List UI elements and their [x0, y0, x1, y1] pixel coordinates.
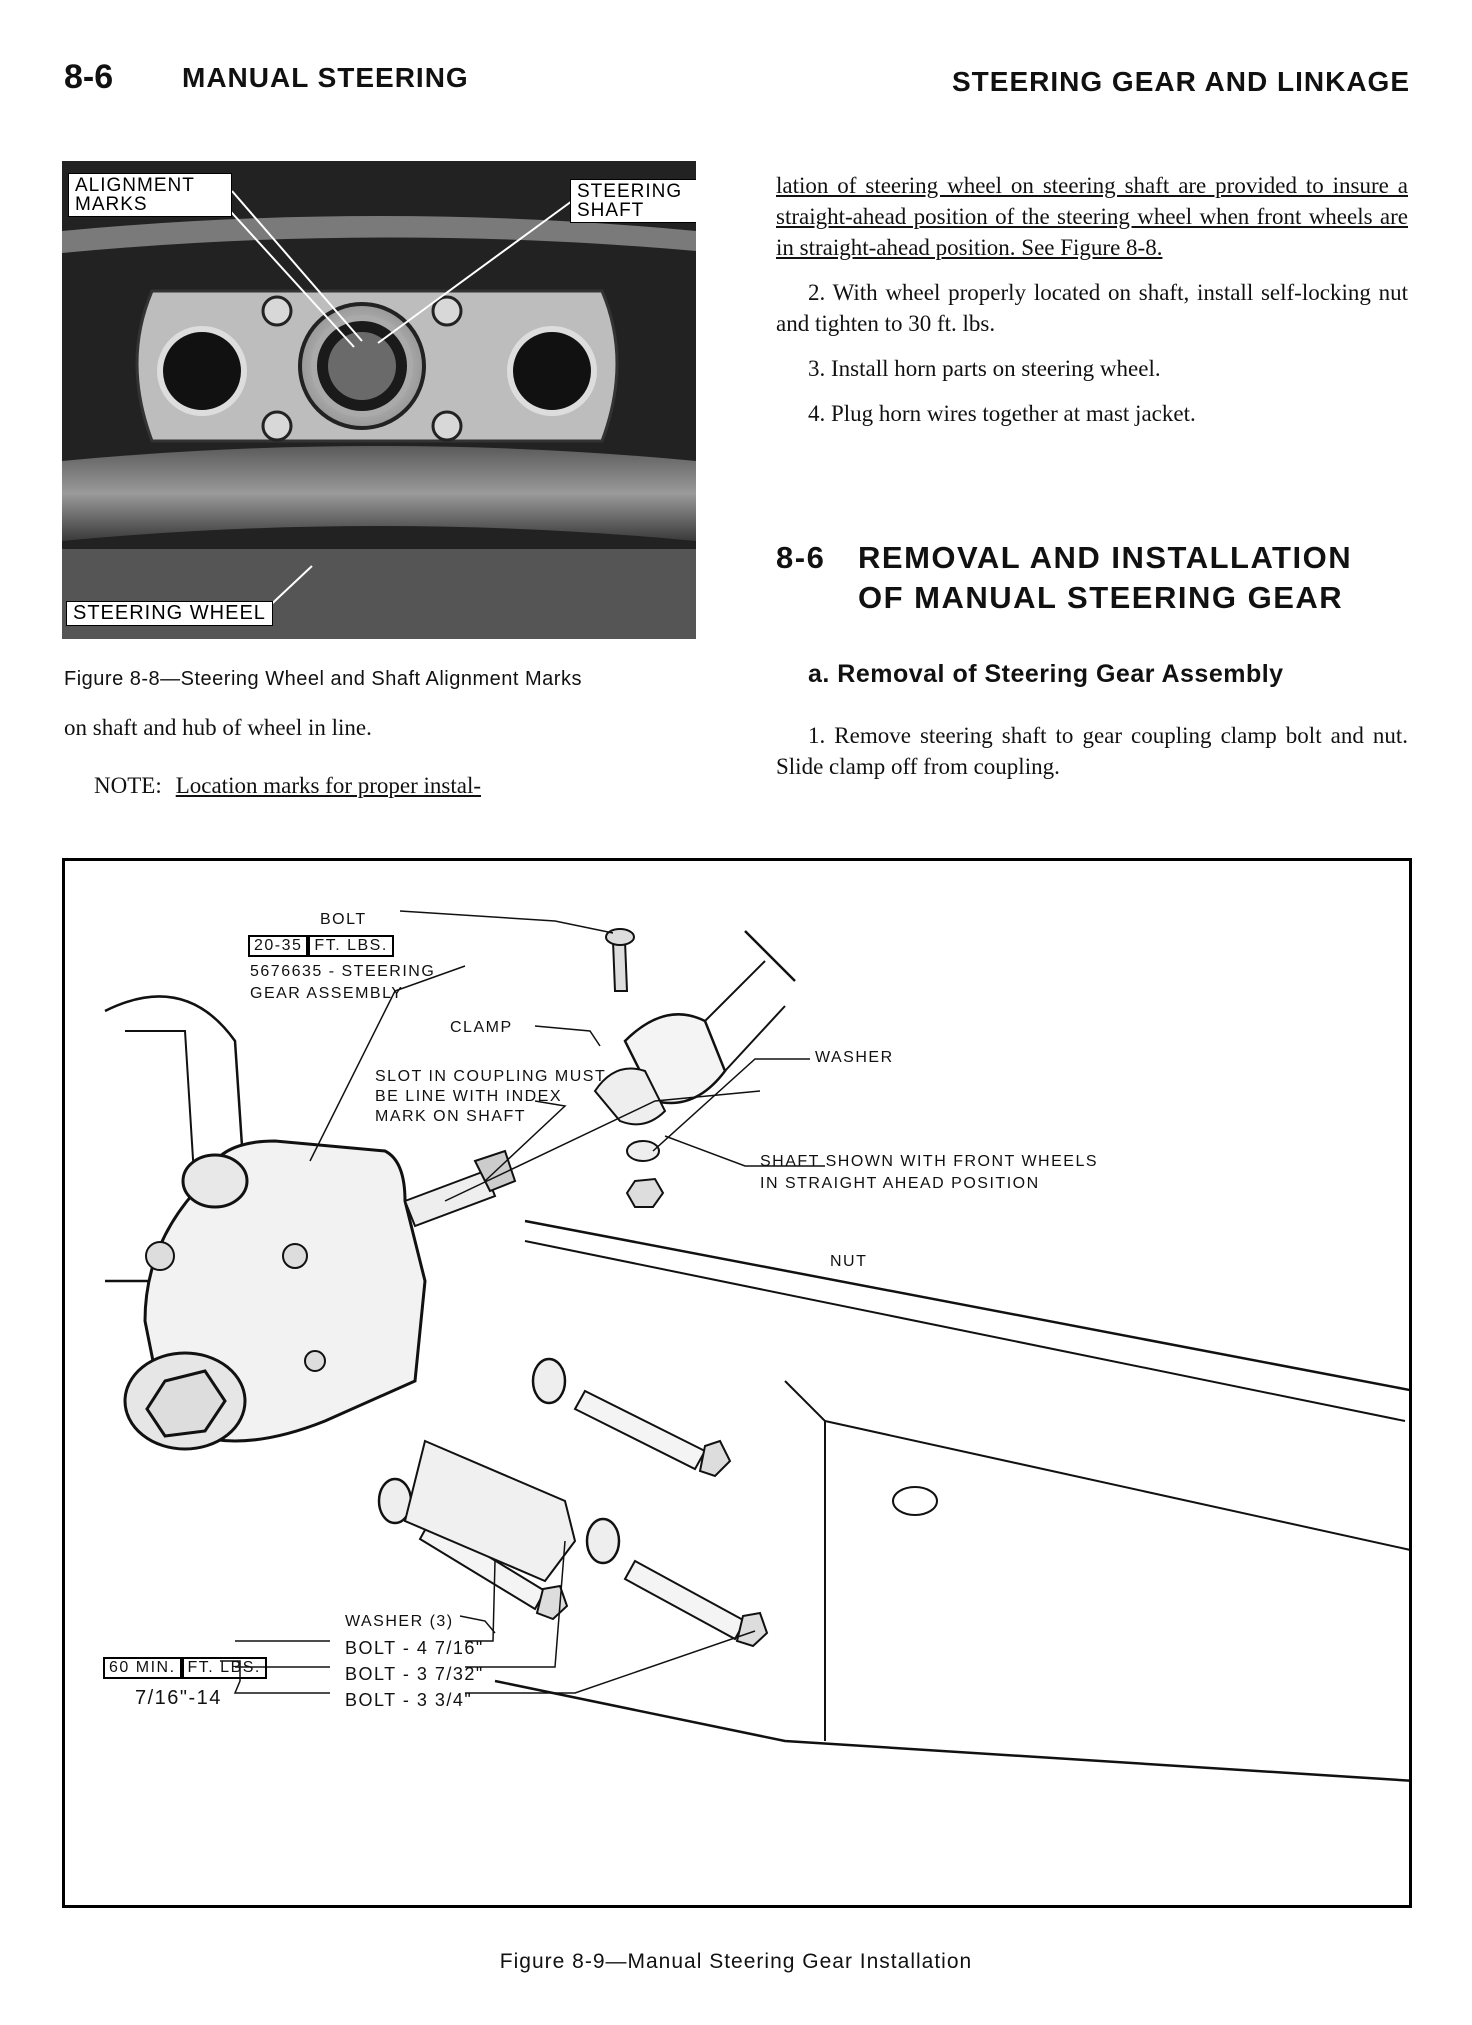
mount-torque-unit: FT. LBS.: [181, 1657, 267, 1679]
chapter-title: STEERING GEAR AND LINKAGE: [952, 66, 1410, 97]
shaft-shown-line1: SHAFT SHOWN WITH FRONT WHEELS: [760, 1153, 1099, 1170]
section-heading-line2: OF MANUAL STEERING GEAR: [858, 580, 1344, 615]
mount-torque-value: 60 MIN.: [103, 1657, 182, 1679]
clamp-label: CLAMP: [450, 1019, 513, 1036]
gear-assembly-line1: 5676635 - STEERING: [250, 963, 436, 980]
page-number: 8-6: [64, 58, 114, 96]
washer-label: WASHER: [815, 1049, 894, 1066]
steering-shaft-label: STEERING SHAFT: [570, 179, 696, 223]
note-continued: lation of steering wheel on steering sha…: [776, 173, 1408, 260]
slot-note-line3: MARK ON SHAFT: [375, 1108, 527, 1125]
mount-torque-spec: 60 MIN.FT. LBS.: [103, 1657, 267, 1679]
step-4: 4. Plug horn wires together at mast jack…: [808, 401, 1196, 426]
gear-assembly-line2: GEAR ASSEMBLY: [250, 985, 404, 1002]
section-heading: 8-6 REMOVAL AND INSTALLATION OF MANUAL ST…: [776, 538, 1352, 618]
steering-wheel-label: STEERING WHEEL: [66, 601, 273, 626]
bolt-torque-value: 20-35: [248, 935, 309, 957]
note-label: NOTE:: [94, 773, 162, 798]
figure-8-9-caption: Figure 8-9—Manual Steering Gear Installa…: [499, 1950, 973, 1973]
shaft-shown-note: SHAFT SHOWN WITH FRONT WHEELS IN STRAIGH…: [760, 1151, 1098, 1195]
note-text: Location marks for proper instal-: [175, 773, 482, 798]
bolt-3-3-4-label: BOLT - 3 3/4": [345, 1690, 473, 1710]
left-paragraph: on shaft and hub of wheel in line.: [64, 715, 372, 740]
alignment-marks-label: ALIGNMENT MARKS: [68, 173, 232, 217]
bolt-torque-unit: FT. LBS.: [308, 935, 394, 957]
section-heading-line1: REMOVAL AND INSTALLATION: [858, 540, 1353, 575]
steering-wheel-illustration: [62, 161, 696, 639]
bolt-4-7-16-label: BOLT - 4 7/16": [345, 1638, 484, 1658]
bolt-label: BOLT: [320, 911, 367, 928]
step-3: 3. Install horn parts on steering wheel.: [808, 356, 1161, 381]
figure-8-8-caption: Figure 8-8—Steering Wheel and Shaft Alig…: [64, 668, 582, 690]
note-paragraph: NOTE: Location marks for proper instal-: [64, 770, 699, 801]
slot-note-line1: SLOT IN COUPLING MUST: [375, 1068, 607, 1085]
steering-gear-drawing: [104, 910, 1409, 1782]
bolt-3-7-32-label: BOLT - 3 7/32": [345, 1664, 484, 1684]
section-number: 8-6: [776, 540, 826, 575]
nut-label: NUT: [830, 1253, 868, 1270]
right-column: lation of steering wheel on steering sha…: [776, 170, 1408, 443]
washer-3-label: WASHER (3): [345, 1613, 454, 1630]
slot-note: SLOT IN COUPLING MUST BE LINE WITH INDEX…: [375, 1067, 606, 1127]
shaft-shown-line2: IN STRAIGHT AHEAD POSITION: [760, 1175, 1040, 1192]
step-2: 2. With wheel properly located on shaft,…: [776, 280, 1408, 336]
gear-assembly-label: 5676635 - STEERING GEAR ASSEMBLY: [250, 961, 435, 1005]
steering-wheel-photo: ALIGNMENT MARKS STEERING SHAFT STEERING …: [62, 161, 696, 639]
subheading: a. Removal of Steering Gear Assembly: [808, 660, 1284, 688]
slot-note-line2: BE LINE WITH INDEX: [375, 1088, 563, 1105]
section-title: MANUAL STEERING: [182, 62, 469, 93]
removal-step-1: 1. Remove steering shaft to gear couplin…: [776, 723, 1408, 779]
thread-size-label: 7/16"-14: [135, 1687, 222, 1709]
